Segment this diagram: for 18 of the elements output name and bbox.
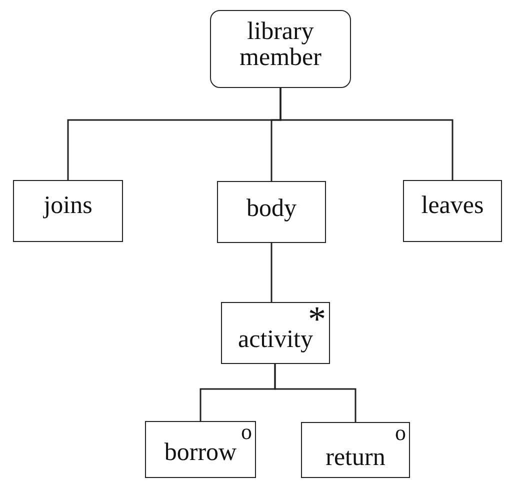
box-label: joins	[42, 193, 94, 219]
box-label: leaves	[420, 193, 485, 219]
connector-line	[280, 88, 454, 180]
iteration-marker: o	[241, 420, 252, 444]
process-box	[210, 10, 351, 88]
process-box	[217, 181, 326, 243]
process-box	[221, 302, 330, 364]
process-box	[13, 180, 123, 242]
iteration-marker: o	[395, 421, 406, 445]
connector-line	[274, 364, 356, 422]
process-box	[145, 421, 256, 478]
connector-line	[270, 243, 272, 302]
process-box	[301, 422, 410, 478]
box-label: library member	[238, 19, 322, 71]
box-label: body	[246, 196, 298, 222]
box-label: return	[324, 445, 386, 471]
process-box	[403, 180, 502, 242]
box-label: borrow	[163, 440, 238, 466]
